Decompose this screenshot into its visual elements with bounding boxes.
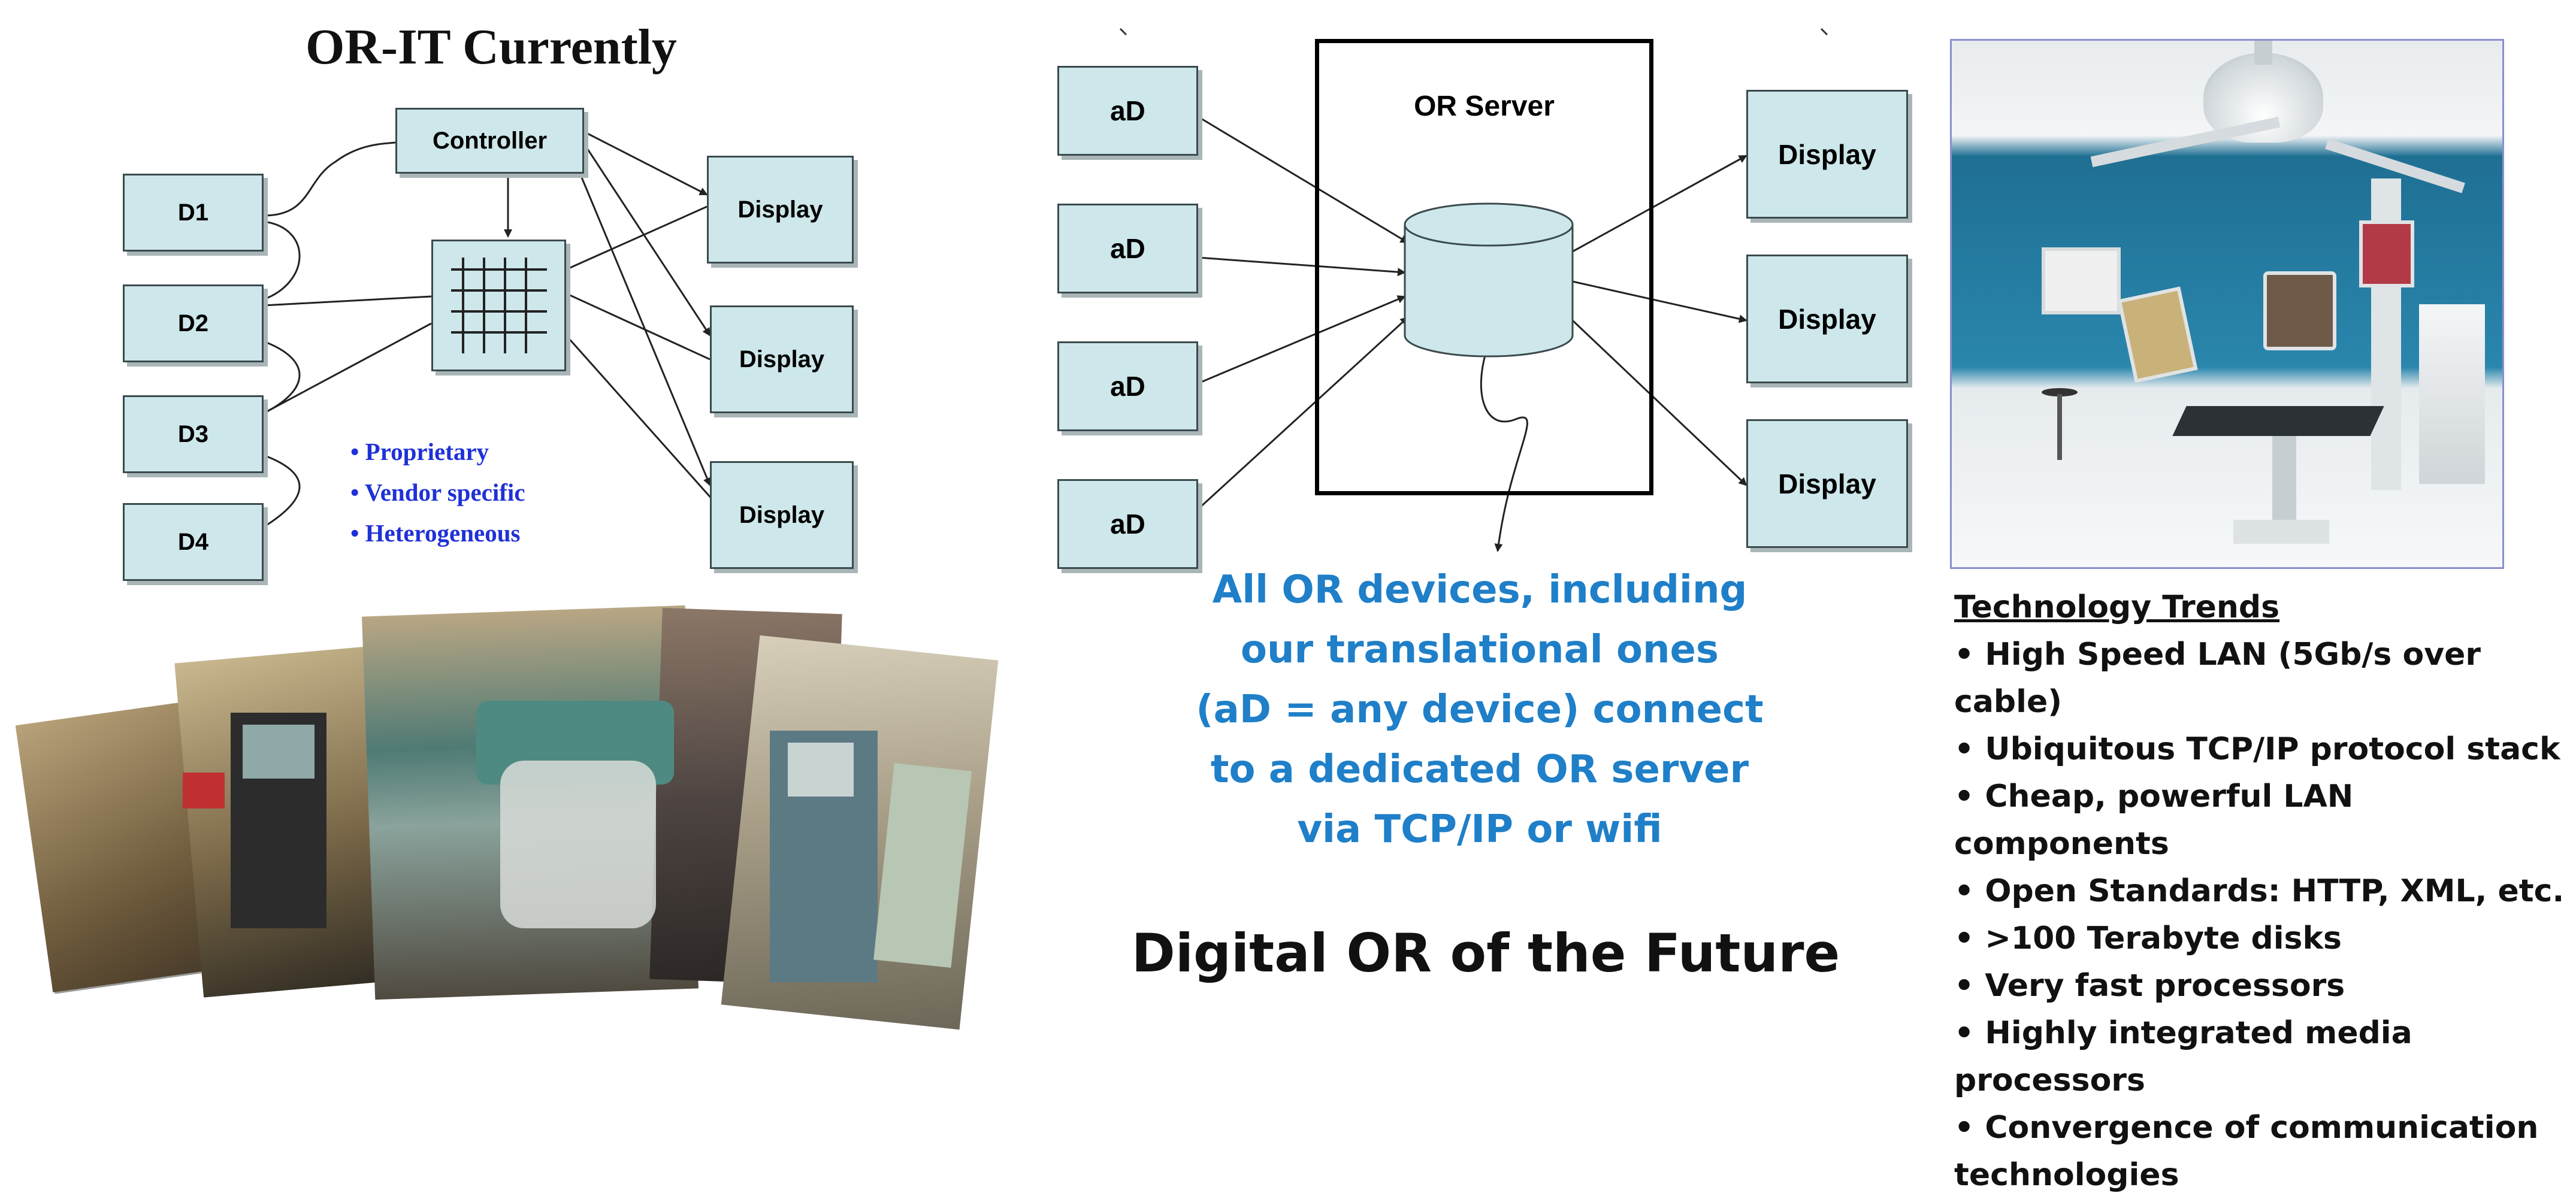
any-device-box-1: aD bbox=[1057, 66, 1198, 156]
trend-item: • High Speed LAN (5Gb/s over cable) bbox=[1954, 637, 2481, 720]
technology-trends-list: Technology Trends • High Speed LAN (5Gb/… bbox=[1954, 584, 2571, 1199]
left-title: OR-IT Currently bbox=[306, 19, 677, 75]
trend-item: • >100 Terabyte disks bbox=[1954, 921, 2342, 956]
any-device-label: aD bbox=[1110, 508, 1145, 540]
any-device-label: aD bbox=[1110, 95, 1145, 126]
any-device-label: aD bbox=[1110, 371, 1145, 402]
digital-or-title: Digital OR of the Future bbox=[1131, 922, 1840, 984]
left-bullet-list: • Proprietary • Vendor specific • Hetero… bbox=[350, 431, 650, 553]
device-box-d1: D1 bbox=[123, 174, 264, 252]
trend-item: • Cheap, powerful LAN components bbox=[1954, 779, 2354, 862]
display-box-2: Display bbox=[710, 305, 854, 413]
server-caption: All OR devices, including our translatio… bbox=[1126, 560, 1833, 859]
trend-item: • Open Standards: HTTP, XML, etc. bbox=[1954, 873, 2565, 909]
bullet-item: • Heterogeneous bbox=[350, 519, 521, 547]
server-display-box-1: Display bbox=[1746, 90, 1908, 219]
device-label: D4 bbox=[177, 528, 209, 555]
display-label: Display bbox=[1778, 303, 1876, 335]
device-box-d3: D3 bbox=[123, 395, 264, 473]
connector-lines bbox=[263, 28, 1828, 552]
server-display-box-2: Display bbox=[1746, 255, 1908, 383]
trend-item: • Highly integrated media processors bbox=[1954, 1015, 2412, 1098]
caption-line: to a dedicated OR server bbox=[1210, 747, 1749, 792]
switch-matrix bbox=[431, 240, 566, 371]
controller-box: Controller bbox=[395, 108, 584, 174]
caption-line: our translational ones bbox=[1241, 628, 1719, 672]
caption-line: via TCP/IP or wifi bbox=[1297, 807, 1662, 852]
trend-item: • Very fast processors bbox=[1954, 968, 2345, 1004]
display-label: Display bbox=[1778, 138, 1876, 170]
any-device-box-2: aD bbox=[1057, 204, 1198, 293]
trend-item: • Ubiquitous TCP/IP protocol stack bbox=[1954, 731, 2560, 767]
device-label: D2 bbox=[177, 310, 209, 337]
trend-item-continuation: technologies bbox=[1954, 1157, 2179, 1193]
database-icon bbox=[1404, 202, 1574, 358]
caption-line: All OR devices, including bbox=[1212, 568, 1747, 612]
any-device-box-3: aD bbox=[1057, 341, 1198, 431]
any-device-label: aD bbox=[1110, 233, 1145, 264]
or-server-label: OR Server bbox=[1414, 90, 1555, 122]
trends-heading: Technology Trends bbox=[1954, 589, 2280, 625]
operating-room-photo-collage bbox=[15, 599, 999, 1042]
display-label: Display bbox=[739, 501, 825, 528]
controller-label: Controller bbox=[432, 127, 548, 154]
display-label: Display bbox=[739, 346, 825, 373]
display-label: Display bbox=[737, 196, 823, 223]
bullet-item: • Proprietary bbox=[350, 438, 489, 465]
server-display-box-3: Display bbox=[1746, 419, 1908, 548]
any-device-box-4: aD bbox=[1057, 479, 1198, 569]
trend-item: • Convergence of communication bbox=[1954, 1110, 2539, 1146]
device-box-d4: D4 bbox=[123, 503, 264, 581]
device-label: D1 bbox=[177, 199, 209, 226]
caption-line: (aD = any device) connect bbox=[1196, 688, 1764, 732]
display-box-1: Display bbox=[707, 156, 854, 264]
device-box-d2: D2 bbox=[123, 284, 264, 362]
digital-or-render-photo bbox=[1950, 39, 2504, 569]
display-box-3: Display bbox=[710, 461, 854, 569]
display-label: Display bbox=[1778, 468, 1876, 499]
or-server-frame bbox=[1315, 39, 1653, 495]
grid-icon bbox=[451, 258, 547, 353]
bullet-item: • Vendor specific bbox=[350, 479, 525, 506]
device-label: D3 bbox=[177, 420, 209, 447]
